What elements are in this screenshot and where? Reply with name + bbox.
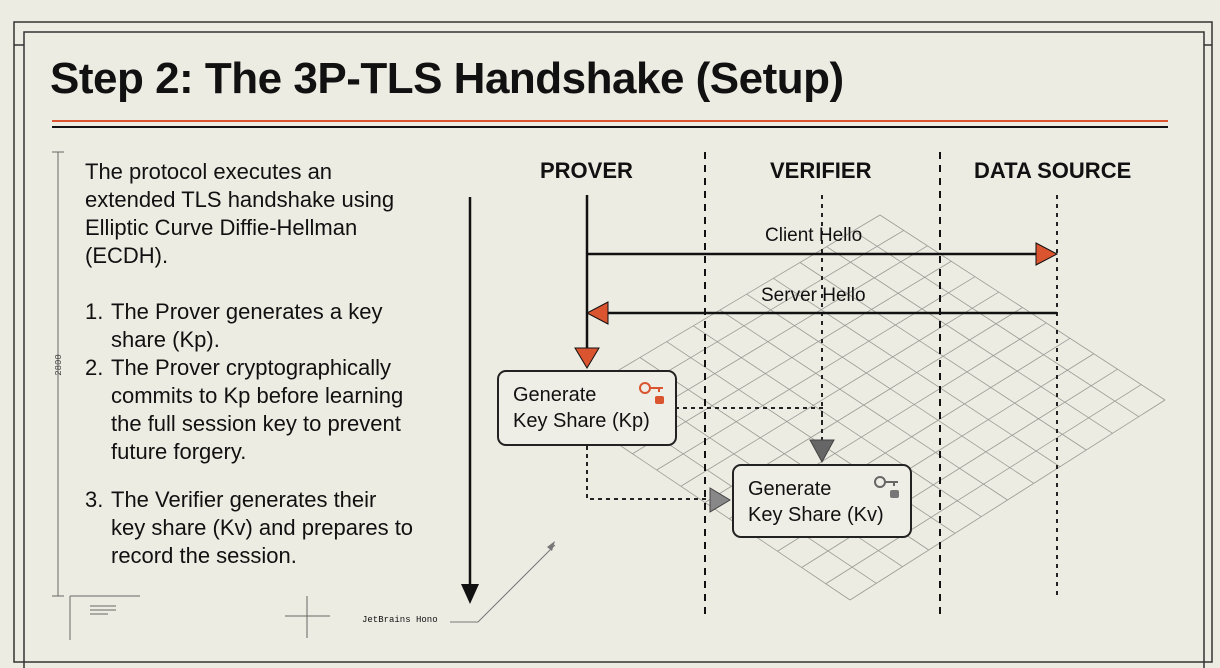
ruler-label: 2800 xyxy=(53,354,64,376)
client-hello-label: Client Hello xyxy=(765,225,863,246)
step-item: 2. The Prover cryptographically commits t… xyxy=(85,354,415,466)
step-number: 1. xyxy=(85,299,104,324)
key-lock-icon xyxy=(874,476,899,498)
column-prover: PROVER xyxy=(540,158,633,183)
step-text: The Prover generates a key share (Kp). xyxy=(111,299,383,352)
column-data-source: DATA SOURCE xyxy=(974,158,1132,183)
step-item: 3. The Verifier generates their key share… xyxy=(85,486,415,570)
outer-frame xyxy=(13,21,1213,668)
server-hello-label: Server Hello xyxy=(761,285,866,306)
crosshair-icon xyxy=(285,596,330,638)
box-line: Key Share (Kv) xyxy=(748,504,884,526)
step-text: The Verifier generates their key share (… xyxy=(111,487,414,568)
key-lock-icon xyxy=(639,382,664,404)
font-annotation: JetBrains Hono xyxy=(362,615,438,625)
grid-line xyxy=(879,214,1166,401)
grid-line xyxy=(826,246,1113,434)
step-number: 2. xyxy=(85,355,104,380)
commit-to-verifier-line xyxy=(675,407,823,440)
grid-line xyxy=(825,384,1142,585)
intro-text: The protocol executes an extended TLS ha… xyxy=(85,159,395,268)
annotation-leader xyxy=(450,544,556,623)
generate-kv-box: Generate Key Share (Kv) xyxy=(732,464,912,538)
grid-line xyxy=(853,230,1139,418)
step-number: 3. xyxy=(85,487,104,512)
grid-line xyxy=(849,399,1166,601)
step-text: The Prover cryptographically commits to … xyxy=(111,355,404,464)
box-line: Key Share (Kp) xyxy=(513,410,650,432)
dimension-ruler xyxy=(52,151,140,640)
box-line: Generate xyxy=(748,478,832,500)
box-line: Generate xyxy=(513,384,597,406)
generate-kp-box: Generate Key Share (Kp) xyxy=(497,370,677,446)
column-dividers xyxy=(704,152,941,615)
step-item: 1. The Prover generates a key share (Kp). xyxy=(85,298,415,354)
column-verifier: VERIFIER xyxy=(770,158,872,183)
page-title: Step 2: The 3P-TLS Handshake (Setup) xyxy=(50,54,844,103)
commit-to-kv-line xyxy=(586,446,712,500)
